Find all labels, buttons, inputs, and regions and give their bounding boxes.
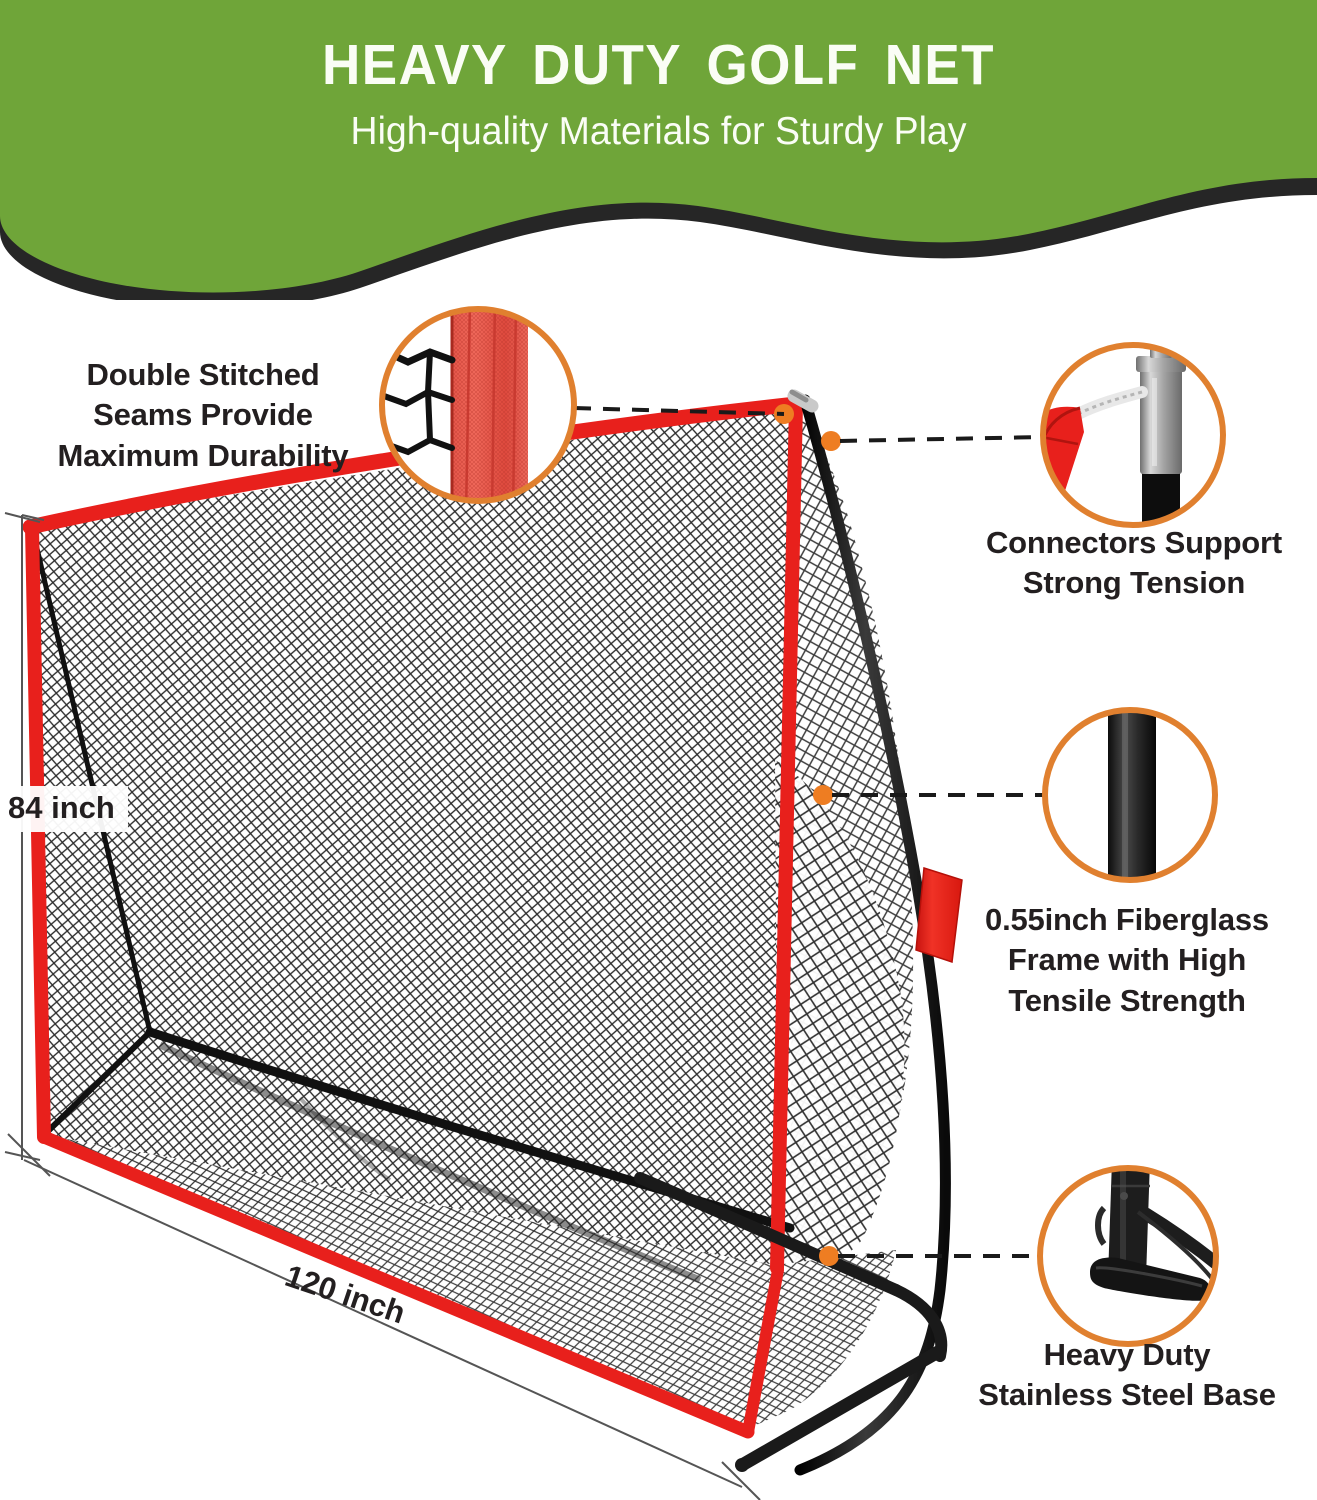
- net-front-panel: [32, 404, 795, 1265]
- net-seam-lines: [29, 526, 795, 1284]
- steel-base-tubes: [634, 1172, 948, 1472]
- callout-line-1: Heavy Duty: [1043, 1337, 1211, 1372]
- header-wave-green: [0, 0, 1317, 293]
- callout-line-2: Seams Provide: [93, 397, 313, 433]
- dimension-label-width: 120 inch: [280, 1258, 410, 1331]
- leader-line-connectors: [839, 435, 1045, 443]
- callout-label-connectors-support: Connectors Support Strong Tension: [960, 523, 1308, 604]
- page-subtitle: High-quality Materials for Sturdy Play: [350, 110, 967, 153]
- callout-line-1: Double Stitched: [86, 357, 320, 392]
- callout-label-stainless-steel-base: Heavy Duty Stainless Steel Base: [948, 1335, 1306, 1416]
- callout-circle-seams[interactable]: [379, 300, 577, 515]
- callout-label-double-stitched-seams: Double Stitched Seams Provide Maximum Du…: [38, 355, 368, 476]
- page-title: HEAVY DUTY GOLF NET: [322, 33, 995, 97]
- callout-line-3: Maximum Durability: [57, 437, 349, 473]
- callout-line-1: 0.55inch Fiberglass: [985, 902, 1269, 937]
- fiberglass-pole-right: [787, 389, 951, 1476]
- header-banner: [0, 0, 1317, 300]
- anchor-dot-base: [819, 1246, 839, 1266]
- callout-line-2: Frame with High: [1007, 942, 1247, 978]
- callout-circle-base[interactable]: [1037, 1160, 1222, 1347]
- callout-line-3: Tensile Strength: [1008, 982, 1246, 1018]
- dimension-label-height: 84 inch: [8, 790, 115, 825]
- anchor-dot-seams: [774, 404, 794, 424]
- leader-line-seams: [573, 406, 785, 416]
- red-frame-border: [22, 396, 804, 1439]
- callout-line-2: Stainless Steel Base: [978, 1377, 1276, 1413]
- callout-label-fiberglass-frame: 0.55inch Fiberglass Frame with High Tens…: [948, 900, 1306, 1021]
- callout-line-2: Strong Tension: [1022, 565, 1246, 601]
- callout-line-1: Connectors Support: [985, 525, 1283, 560]
- callout-circle-frame[interactable]: [1042, 700, 1218, 890]
- anchor-dot-frame: [813, 785, 833, 805]
- net-side-pocket: [775, 404, 914, 1274]
- net-floor-apron: [44, 1135, 896, 1430]
- callout-anchor-dots: [774, 404, 841, 1266]
- callout-circle-connectors[interactable]: [1028, 342, 1226, 545]
- anchor-dot-connectors: [821, 431, 841, 451]
